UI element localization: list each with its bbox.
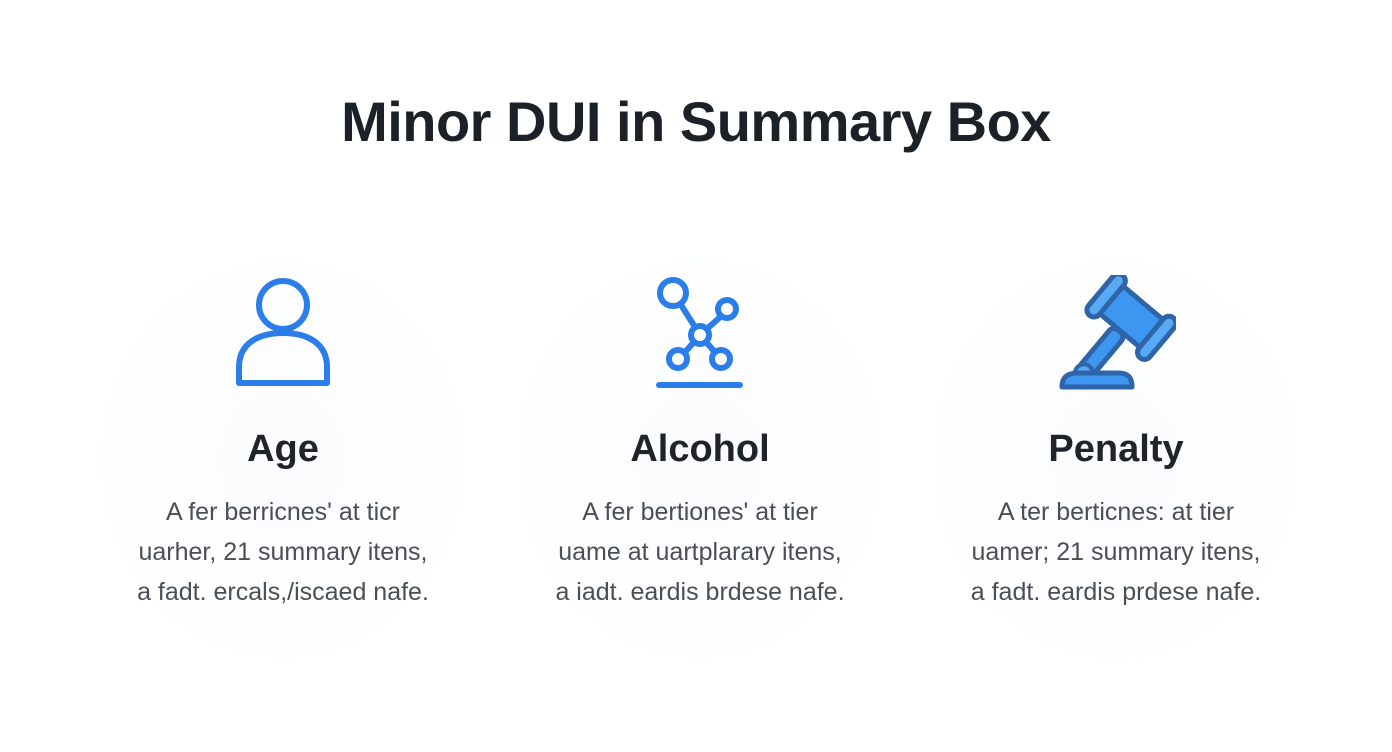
card-description: A fer berricnes' at ticr uarher, 21 summ…	[73, 492, 493, 612]
card-description-line: a iadt. eardis brdese nafe.	[555, 578, 845, 606]
summary-card-alcohol: Alcohol A fer bertiones' at tier uame at…	[490, 230, 910, 690]
card-title: Penalty	[1048, 428, 1184, 470]
card-description-line: uamer; 21 summary itens,	[971, 538, 1261, 566]
person-icon	[73, 272, 493, 397]
molecule-icon	[490, 272, 910, 397]
card-description-line: a fadt. eardis prdese nafe.	[970, 578, 1262, 606]
gavel-icon	[906, 272, 1326, 397]
card-description: A ter berticnes: at tier uamer; 21 summa…	[906, 492, 1326, 612]
card-description-line: uame at uartplarary itens,	[558, 538, 842, 566]
card-description-line: a fadt. ercals,/iscaed nafe.	[137, 578, 429, 606]
card-description: A fer bertiones' at tier uame at uartpla…	[490, 492, 910, 612]
card-description-line: A fer bertiones' at tier	[582, 498, 818, 526]
summary-card-age: Age A fer berricnes' at ticr uarher, 21 …	[73, 230, 493, 690]
summary-cards: Age A fer berricnes' at ticr uarher, 21 …	[0, 230, 1392, 690]
card-title: Age	[247, 428, 319, 470]
card-description-line: A fer berricnes' at ticr	[165, 498, 401, 526]
summary-card-penalty: Penalty A ter berticnes: at tier uamer; …	[906, 230, 1326, 690]
card-title: Alcohol	[630, 428, 770, 470]
card-description-line: uarher, 21 summary itens,	[138, 538, 428, 566]
page-title: Minor DUI in Summary Box	[341, 90, 1051, 153]
card-description-line: A ter berticnes: at tier	[997, 498, 1235, 526]
